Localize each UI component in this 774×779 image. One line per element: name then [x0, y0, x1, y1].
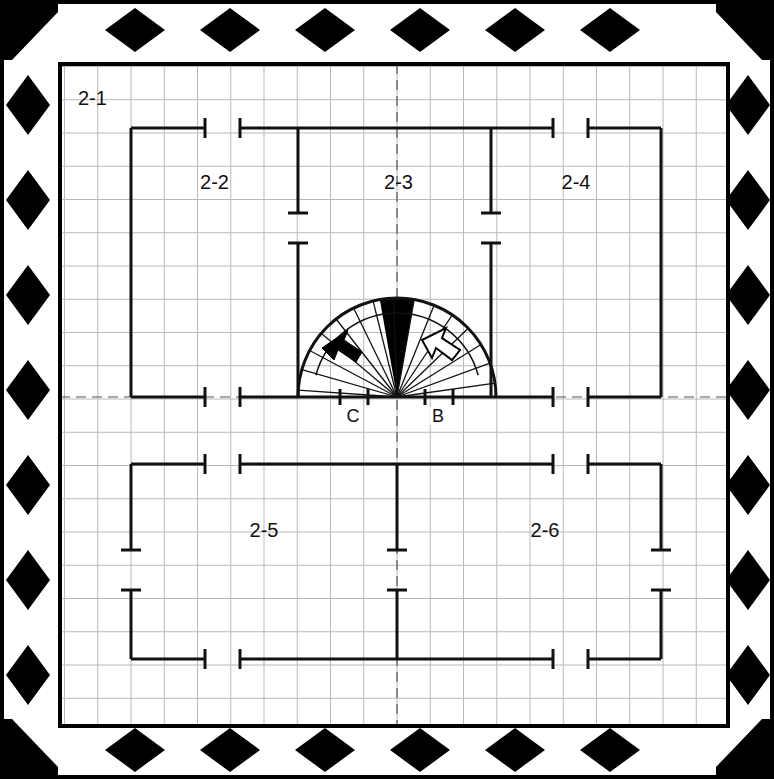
grid-line: [60, 665, 726, 666]
stair-base: [298, 396, 496, 399]
stair-tread: [394, 298, 397, 397]
border-diamond: [726, 170, 770, 230]
room-number: 2-3: [384, 172, 413, 192]
stair-tread: [397, 383, 495, 397]
border-diamond: [726, 550, 770, 610]
grid-line: [60, 66, 726, 67]
border-diamond: [726, 265, 770, 325]
grid-line: [60, 199, 726, 200]
grid-line: [563, 64, 564, 726]
grid-line: [264, 64, 265, 726]
room: 2-4: [491, 128, 661, 397]
grid-line: [164, 64, 165, 726]
grid-line: [60, 598, 726, 599]
border-diamond: [726, 360, 770, 420]
grid-line: [60, 266, 726, 267]
border-diamond: [485, 728, 545, 772]
border-diamond: [6, 645, 50, 705]
border-diamond: [6, 360, 50, 420]
grid-line: [60, 166, 726, 167]
grid-line: [696, 64, 697, 726]
inner-frame-guide: [58, 62, 730, 728]
grid-line: [97, 64, 98, 726]
grid-line: [60, 565, 726, 566]
border-diamond: [390, 8, 450, 52]
grid-line: [60, 399, 726, 400]
walls: [121, 118, 671, 669]
stair-tread: [397, 300, 414, 397]
room-number: 2-2: [200, 172, 229, 192]
border-diamond: [105, 8, 165, 52]
stair-outline: [298, 298, 496, 397]
grid-line: [60, 698, 726, 699]
border-diamond: [726, 455, 770, 515]
border-corner: [716, 0, 774, 60]
grid-line: [60, 532, 726, 533]
grid-line: [663, 64, 664, 726]
stair-tread: [302, 370, 397, 397]
grid-line: [596, 64, 597, 726]
grid-line: [60, 498, 726, 499]
stair-arrow-down: [322, 330, 362, 362]
border-diamond: [200, 728, 260, 772]
grid-line: [60, 99, 726, 100]
grid-line: [64, 64, 65, 726]
border-diamond: [6, 455, 50, 515]
room-number: 2-6: [531, 520, 560, 540]
stair-marker: B: [430, 407, 446, 425]
stair-tread: [336, 319, 397, 397]
grid-line: [629, 64, 630, 726]
grid-line: [230, 64, 231, 726]
border-diamond: [295, 728, 355, 772]
border-corner: [716, 719, 774, 779]
grid-line: [60, 631, 726, 632]
grid-line: [60, 232, 726, 233]
border-corner: [0, 719, 58, 779]
grid-line: [60, 432, 726, 433]
border-diamond: [295, 8, 355, 52]
stair-arrow-up: [422, 328, 460, 360]
grid-line: [197, 64, 198, 726]
border-diamond: [200, 8, 260, 52]
room: 2-5: [131, 464, 397, 659]
spiral-stair: [298, 298, 496, 397]
grid-line: [530, 64, 531, 726]
room: 2-2: [131, 128, 298, 397]
grid-line: [330, 64, 331, 726]
grid-line: [60, 133, 726, 134]
border-diamond: [6, 265, 50, 325]
border-diamond: [6, 550, 50, 610]
level-area: 2-2 2-3 2-4 2-5 2-6 2-1: [58, 62, 730, 728]
border-diamond: [6, 170, 50, 230]
stair-marker: C: [345, 407, 362, 425]
grid-line: [430, 64, 431, 726]
border-diamond: [390, 728, 450, 772]
room-number: 2-4: [562, 172, 591, 192]
room: 2-6: [397, 464, 661, 659]
border-corner: [0, 0, 58, 60]
map-ground: [58, 62, 730, 728]
border-diamond: [580, 728, 640, 772]
stair-tread: [397, 345, 481, 397]
room-number: 2-5: [250, 520, 279, 540]
border-diamond: [726, 645, 770, 705]
border-diamond: [6, 75, 50, 135]
grid: [58, 62, 730, 728]
room-number: 2-1: [78, 88, 107, 108]
border-diamond: [485, 8, 545, 52]
room: 2-3: [298, 128, 491, 397]
border-diamond: [105, 728, 165, 772]
stair-inner-arc: [316, 313, 478, 375]
border-diamond: [580, 8, 640, 52]
grid-line: [463, 64, 464, 726]
border-diamond: [726, 75, 770, 135]
